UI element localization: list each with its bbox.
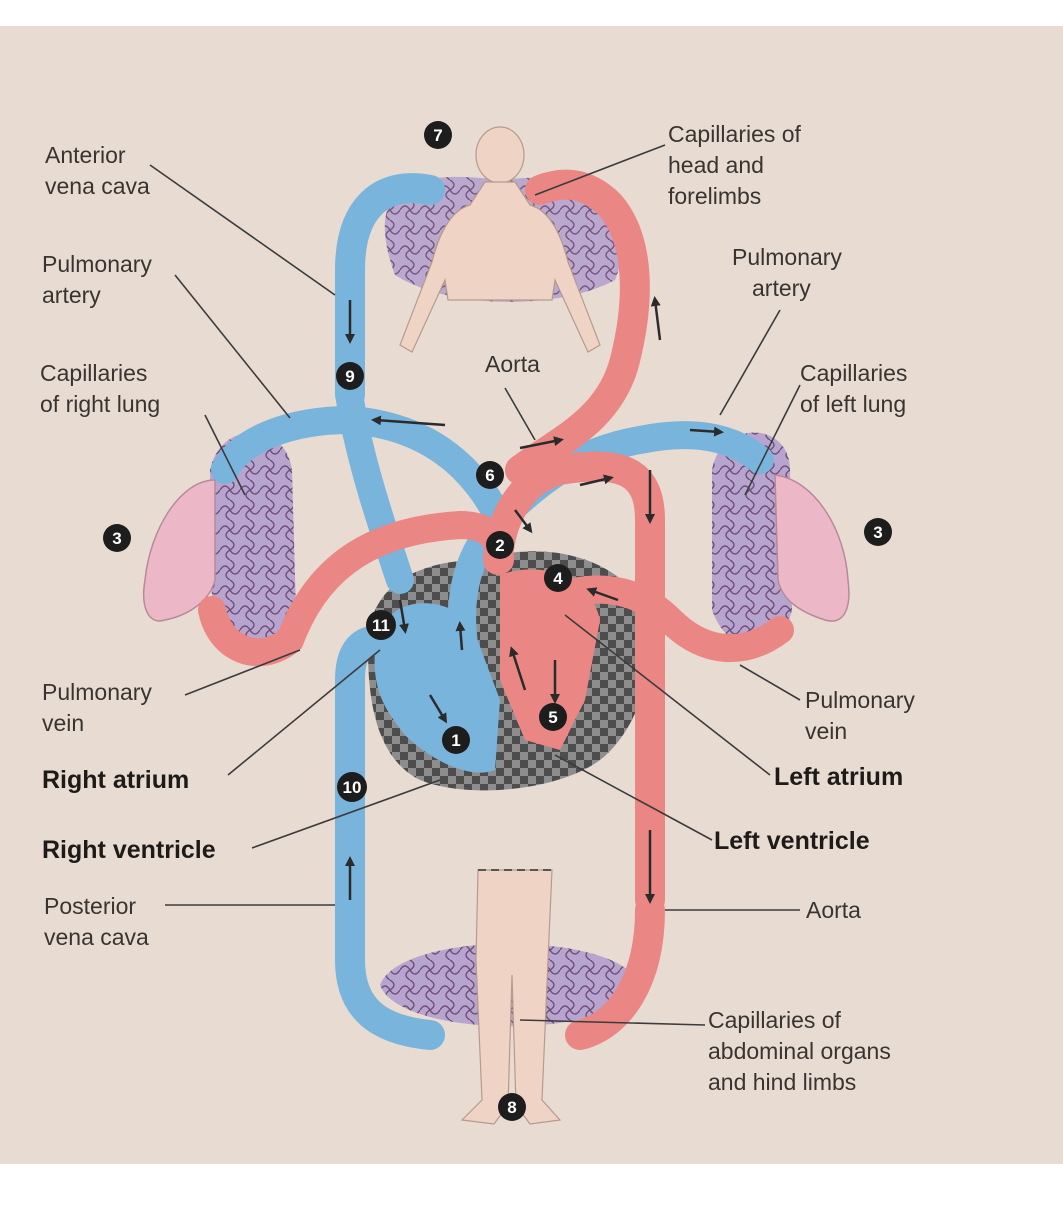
svg-text:6: 6: [485, 466, 494, 485]
photo-border-bottom: [0, 1164, 1063, 1200]
number-marker-10: 10: [337, 772, 367, 802]
lower-body-figure: [460, 869, 562, 1125]
label-left-ventricle: Left ventricle: [714, 827, 870, 855]
number-marker-3-right: 3: [864, 518, 892, 546]
label-aorta-bottom: Aorta: [806, 897, 861, 923]
label-right-atrium: Right atrium: [42, 766, 189, 794]
number-marker-1: 1: [442, 726, 470, 754]
flow-arrows: [345, 296, 724, 904]
svg-text:1: 1: [451, 731, 460, 750]
label-capillaries-left-lung: Capillaries of left lung: [800, 360, 914, 417]
capillaries-left-lung-bed: [712, 432, 792, 648]
number-marker-6: 6: [476, 461, 504, 489]
label-left-atrium: Left atrium: [774, 763, 903, 791]
svg-text:9: 9: [345, 367, 354, 386]
label-capillaries-abdominal: Capillaries of abdominal organs and hind…: [708, 1007, 897, 1095]
svg-text:4: 4: [553, 569, 563, 588]
oxygen-poor-vessels: [211, 173, 774, 1050]
number-marker-11: 11: [366, 610, 396, 640]
label-capillaries-right-lung: Capillaries of right lung: [40, 360, 160, 417]
label-pulmonary-artery-right: Pulmonary artery: [732, 244, 848, 301]
left-lung: [774, 474, 850, 622]
number-marker-7: 7: [424, 121, 452, 149]
svg-text:5: 5: [548, 708, 557, 727]
label-pulmonary-vein-right: Pulmonary vein: [805, 687, 921, 744]
number-marker-5: 5: [539, 703, 567, 731]
label-pulmonary-vein-left: Pulmonary vein: [42, 679, 158, 736]
label-aorta-top: Aorta: [485, 351, 540, 377]
svg-text:3: 3: [112, 529, 121, 548]
label-anterior-vena-cava: Anterior vena cava: [45, 142, 150, 199]
svg-text:8: 8: [507, 1098, 516, 1117]
number-marker-3-left: 3: [103, 524, 131, 552]
svg-text:11: 11: [372, 616, 390, 635]
capillaries-right-lung-bed: [210, 432, 296, 644]
label-capillaries-head: Capillaries of head and forelimbs: [668, 121, 807, 209]
number-marker-2: 2: [486, 531, 514, 559]
leader-lines: [149, 144, 801, 1026]
number-marker-8: 8: [498, 1093, 526, 1121]
left-heart-chambers: [500, 569, 600, 750]
upper-body-figure: [399, 126, 601, 353]
svg-text:3: 3: [873, 523, 882, 542]
label-pulmonary-artery-left: Pulmonary artery: [42, 251, 158, 308]
svg-text:2: 2: [495, 536, 504, 555]
svg-text:10: 10: [343, 778, 362, 797]
label-right-ventricle: Right ventricle: [42, 836, 216, 864]
number-marker-4: 4: [544, 564, 572, 592]
number-marker-9: 9: [336, 362, 364, 390]
label-posterior-vena-cava: Posterior vena cava: [44, 893, 149, 950]
svg-text:7: 7: [433, 126, 442, 145]
